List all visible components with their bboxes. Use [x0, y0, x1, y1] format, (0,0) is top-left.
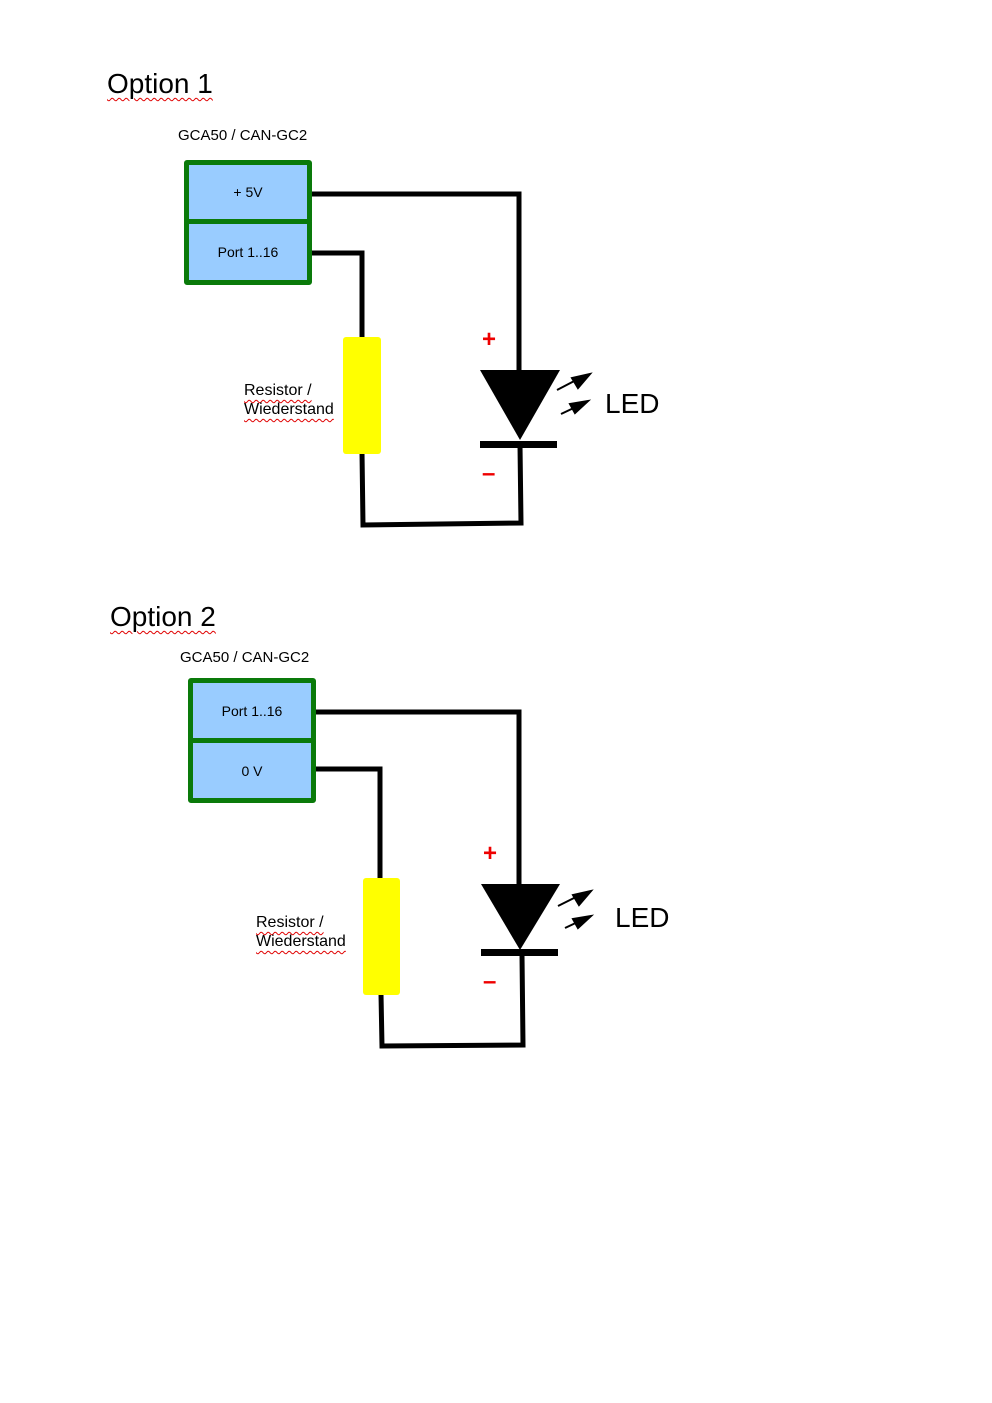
option1-pin-5v: + 5V: [184, 160, 312, 224]
wire-0v-to-resistor: [314, 766, 383, 880]
led-triangle: [480, 370, 560, 440]
resistor-label-line1: Resistor /: [244, 382, 312, 399]
pin-label: + 5V: [233, 184, 263, 200]
option2-plus-sign: +: [483, 840, 498, 867]
pin-label: Port 1..16: [217, 244, 279, 260]
option2-pin-0v: 0 V: [188, 738, 316, 803]
wire-resistor-to-led-cathode: [378, 954, 526, 1049]
option1-pin-port: Port 1..16: [184, 219, 312, 285]
light-arrows-icon: [557, 889, 595, 930]
option2-title-text: Option 2: [110, 601, 216, 632]
option1-plus-sign: +: [482, 326, 497, 353]
option1-led-label: LED: [605, 388, 660, 419]
option2-resistor-label: Resistor / Wiederstand: [256, 913, 346, 951]
resistor-label-line1: Resistor /: [256, 914, 324, 931]
led-triangle: [481, 884, 560, 950]
light-arrows-icon: [556, 372, 593, 415]
option1-led-symbol: [480, 370, 593, 448]
wire-5v-to-led-anode: [310, 191, 522, 372]
resistor-label-line2: Wiederstand: [244, 401, 334, 418]
option1-title: Option 1: [107, 68, 213, 100]
option1-resistor-label: Resistor / Wiederstand: [244, 381, 334, 419]
resistor-label-line2: Wiederstand: [256, 933, 346, 950]
wire-resistor-to-led-cathode: [359, 444, 524, 528]
option2-resistor: [363, 878, 400, 995]
option2-led-label: LED: [615, 902, 670, 933]
option2-minus-sign: –: [483, 968, 497, 995]
led-cathode-bar: [481, 949, 558, 956]
option1-wires: [310, 191, 524, 528]
option1-device-label: GCA50 / CAN-GC2: [178, 127, 308, 144]
wire-port-to-resistor: [312, 250, 365, 340]
option2-wires: [314, 709, 526, 1049]
pin-label: Port 1..16: [221, 702, 283, 719]
pin-label: 0 V: [241, 762, 263, 779]
option1-resistor: [343, 337, 381, 454]
option1-title-text: Option 1: [107, 68, 213, 99]
option2-device-label: GCA50 / CAN-GC2: [180, 649, 310, 666]
led-cathode-bar: [480, 441, 557, 448]
option1-minus-sign: –: [482, 460, 496, 487]
option2-title: Option 2: [110, 601, 216, 633]
wire-port-to-led-anode: [314, 709, 522, 886]
option2-pin-port: Port 1..16: [188, 678, 316, 743]
option2-led-symbol: [481, 884, 595, 956]
